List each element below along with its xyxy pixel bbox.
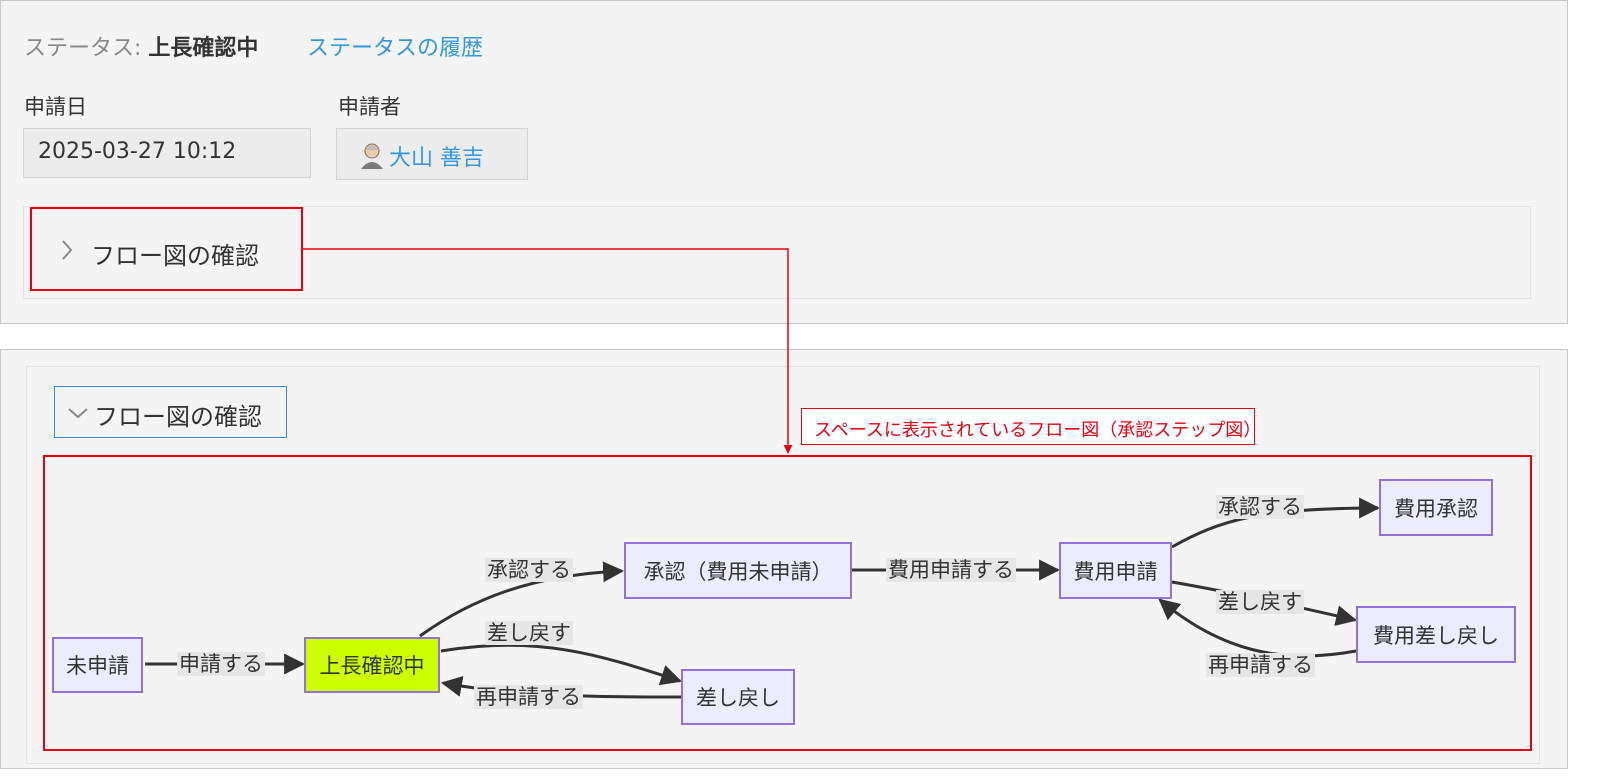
status-label: ステータス: (24, 36, 149, 61)
node-approved-no-cost: 承認（費用未申請） (624, 542, 852, 599)
edge-label-return-2: 差し戻す (1216, 590, 1304, 614)
status-line: ステータス: 上長確認中 (24, 30, 258, 62)
applicant-field: 大山 善吉 (336, 128, 528, 180)
status-value: 上長確認中 (148, 36, 259, 61)
flow-toggle-collapsed[interactable]: フロー図の確認 (34, 209, 300, 289)
node-unapplied: 未申請 (52, 637, 143, 693)
edge-reapply-2 (1158, 598, 1357, 658)
annotation-connector (303, 248, 793, 454)
flow-collapsed-section (23, 206, 1531, 299)
flow-toggle-collapsed-label: フロー図の確認 (91, 242, 259, 270)
flow-toggle-expanded-label: フロー図の確認 (94, 403, 262, 431)
edge-label-return-1: 差し戻す (485, 621, 573, 645)
chevron-down-icon (67, 405, 89, 424)
edge-label-reapply-2: 再申請する (1206, 653, 1315, 677)
node-cost-returned: 費用差し戻し (1356, 606, 1516, 663)
node-manager-review: 上長確認中 (304, 637, 440, 693)
applicant-label: 申請者 (338, 95, 401, 119)
edge-label-cost-apply: 費用申請する (886, 558, 1016, 582)
edge-return-1 (440, 643, 682, 686)
application-date-field: 2025-03-27 10:12 (23, 128, 311, 178)
status-history-link[interactable]: ステータスの履歴 (307, 36, 484, 61)
user-avatar-icon (359, 141, 385, 173)
flow-toggle-expanded[interactable]: フロー図の確認 (54, 386, 287, 438)
applicant-name-link[interactable]: 大山 善吉 (389, 146, 484, 171)
node-cost-application: 費用申請 (1059, 542, 1172, 599)
application-date-label: 申請日 (24, 95, 87, 119)
node-cost-approved: 費用承認 (1379, 479, 1493, 536)
application-date-value: 2025-03-27 10:12 (38, 139, 237, 164)
edge-label-approve-2: 承認する (1216, 495, 1304, 519)
annotation-callout: スペースに表示されているフロー図（承認ステップ図） (801, 408, 1261, 445)
chevron-right-icon (60, 239, 74, 265)
edge-label-approve-1: 承認する (485, 558, 573, 582)
flow-diagram-highlight (43, 455, 1532, 751)
edge-approve-1 (419, 561, 625, 638)
edge-label-apply: 申請する (177, 652, 265, 676)
annotation-callout-text: スペースに表示されているフロー図（承認ステップ図） (814, 420, 1262, 441)
node-returned: 差し戻し (681, 669, 795, 725)
edge-label-reapply-1: 再申請する (474, 685, 583, 709)
collapsed-toggle-highlight (30, 207, 303, 291)
